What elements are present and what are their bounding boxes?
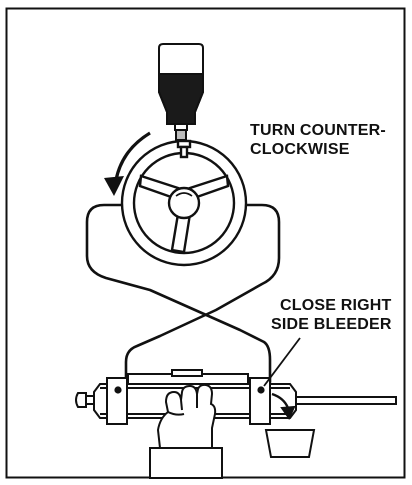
hose-left-loop: [85, 203, 272, 384]
bleeder-leader-line: [263, 337, 301, 387]
label-turn-counterclockwise: TURN COUNTER- CLOCKWISE: [250, 122, 391, 158]
label-close-right-bleeder: CLOSE RIGHT SIDE BLEEDER: [271, 297, 396, 333]
counterclockwise-arrow: [104, 131, 151, 196]
rod-right: [285, 396, 397, 405]
hand-icon: [149, 383, 223, 479]
hose-right-loop: [124, 203, 281, 384]
fluid-bottle-icon: [158, 43, 204, 145]
steering-wheel-icon: [120, 139, 248, 267]
catch-cup-icon: [264, 392, 316, 458]
hydraulic-hoses: [85, 203, 281, 384]
